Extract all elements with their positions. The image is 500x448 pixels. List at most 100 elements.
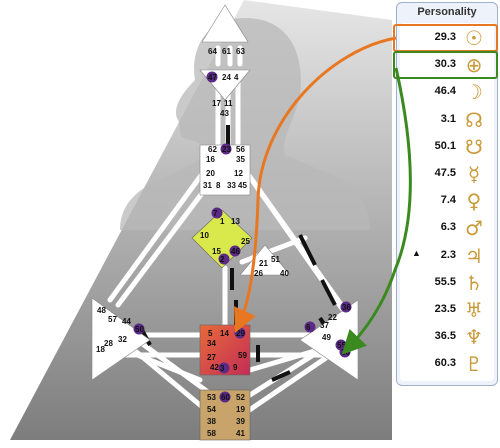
gate-number: 61 [222,47,231,56]
mars-icon: ♂ [465,216,483,241]
gate-number: 29 [236,329,245,338]
south-node-icon: ☋ [465,134,483,159]
gate-number: 21 [259,259,268,268]
sun-icon: ☉ [465,26,483,50]
moon-icon: ☽ [465,80,483,105]
gate-number: 47 [208,73,217,82]
gate-number: 24 [222,73,231,82]
gate-badge [206,71,218,83]
gate-number: 45 [238,181,247,190]
personality-row: 7.4♀ [396,188,496,215]
gate-badge [218,362,230,374]
gate-number: 18 [96,345,105,354]
personality-row: 23.5 ♅ [396,297,496,324]
gate-number: 58 [207,429,216,438]
gate-number: 31 [203,181,212,190]
gate-number: 13 [231,217,240,226]
gate-number: 2 [220,255,225,264]
row-value: 46.4 [434,85,456,98]
personality-row: 30.3 ⊕ [396,52,496,79]
gate-number: 22 [328,313,337,322]
gate-number: 6 [306,323,311,332]
north-node-icon: ☊ [465,107,483,132]
highlight-box-sun [393,24,498,52]
pluto-icon: ♇ [465,352,483,377]
gate-number: 37 [320,321,329,330]
personality-row: 55.5 ♄ [396,270,496,297]
gate-number: 60 [221,393,230,402]
row-value: 30.3 [434,58,456,71]
personality-row: 50.1 ☋ [396,134,496,161]
personality-row: 46.4 ☽ [396,79,496,106]
gate-number: 27 [207,353,216,362]
personality-row: 3.1 ☊ [396,107,496,134]
gate-number: 32 [118,335,127,344]
gate-number: 35 [236,155,245,164]
gate-number: 23 [222,145,231,154]
row-value: 60.3 [434,357,456,370]
neptune-icon: ♆ [465,325,483,350]
gate-number: 55 [337,341,346,350]
row-value: 2.3 [440,248,456,261]
gate-badge [133,323,145,335]
uranus-icon: ♅ [465,298,483,322]
gate-number: 9 [233,363,238,372]
gate-number: 38 [207,417,216,426]
row-value: 29.3 [434,31,456,43]
gate-badge [219,391,231,403]
row-value: 23.5 [434,303,456,315]
gate-number: 28 [104,339,113,348]
gate-number: 8 [216,181,221,190]
panel-title: Personality [417,6,477,18]
gate-number: 25 [241,237,250,246]
personality-row: ▲ 2.3 ♃ [396,243,496,270]
venus-icon: ♀ [466,189,482,214]
gate-number: 43 [220,109,229,118]
personality-row: 36.5 ♆ [396,324,496,351]
gate-number: 3 [220,364,225,373]
gate-number: 30 [341,348,350,357]
gate-number: 62 [208,145,217,154]
gate-number: 52 [236,393,245,402]
jupiter-icon: ♃ [465,243,483,268]
gate-number: 42 [210,363,219,372]
gate-number: 63 [236,47,245,56]
gate-number: 33 [227,181,236,190]
gate-badge [220,143,232,155]
highlight-box-earth [393,51,498,80]
panel-list-background [400,23,494,381]
gate-number: 39 [236,417,245,426]
row-value: 55.5 [434,275,456,288]
saturn-icon: ♄ [465,270,483,295]
row-value: 47.5 [434,167,456,179]
spleen-center [91,297,151,381]
gate-number: 36 [342,303,351,312]
row-value: 36.5 [434,330,456,343]
head-center [201,4,249,43]
gate-number: 7 [213,209,218,218]
gate-number: 34 [207,339,216,348]
gate-number: 19 [236,405,245,414]
row-value: 50.1 [434,139,456,152]
gate-number: 53 [207,393,216,402]
row-marker: ▲ [412,247,421,258]
gate-number: 5 [208,329,213,338]
gate-number: 14 [220,329,229,338]
gate-number: 57 [108,315,117,324]
gate-number: 15 [212,247,221,256]
personality-row: 47.5☿ [396,161,496,188]
personality-row: 6.3 ♂ [396,215,496,242]
row-value: 6.3 [440,221,456,234]
gate-badge [304,321,316,333]
gate-number: 41 [236,429,245,438]
earth-icon: ⊕ [465,53,483,78]
personality-row: 60.3 ♇ [396,351,496,378]
gate-number: 1 [220,217,225,226]
gate-badge [211,207,223,219]
gate-number: 20 [206,169,215,178]
personality-row: 29.3 ☉ [396,25,496,52]
gate-number: 44 [122,317,131,326]
gate-number: 51 [271,255,280,264]
row-value: 3.1 [440,112,456,125]
